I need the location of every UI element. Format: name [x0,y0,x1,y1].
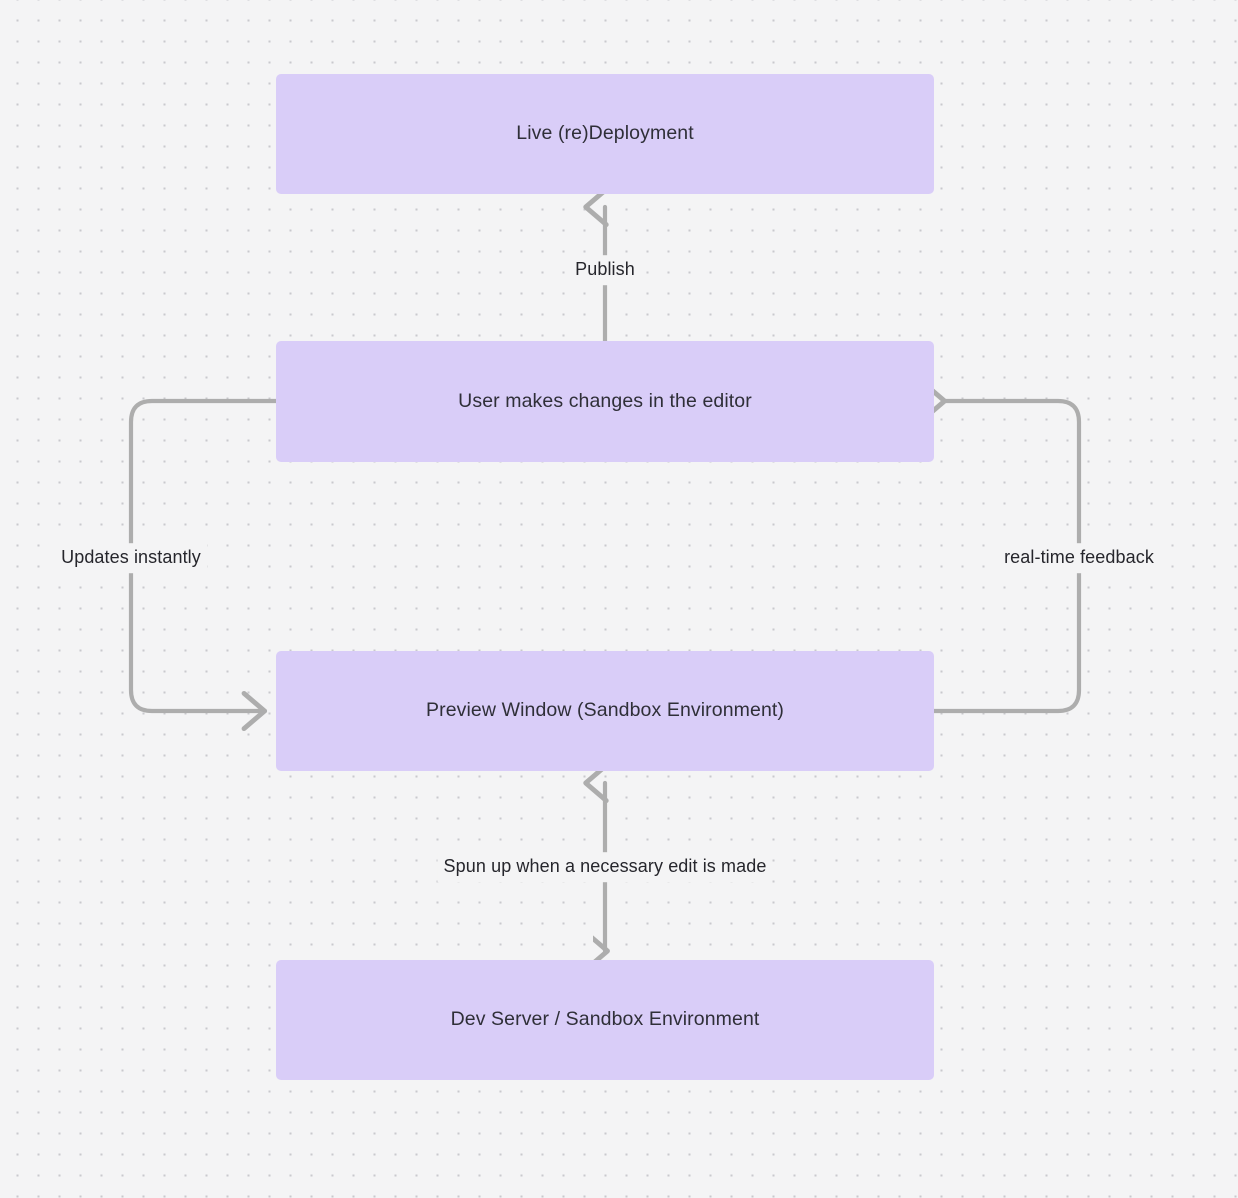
node-dev-server-label: Dev Server / Sandbox Environment [450,1008,760,1031]
node-user-edits-label: User makes changes in the editor [458,389,752,412]
edge-label-real-time-feedback: real-time feedback [998,543,1160,573]
node-preview-window[interactable]: Preview Window (Sandbox Environment) [276,651,934,771]
node-preview-window-label: Preview Window (Sandbox Environment) [426,699,784,722]
node-live-deployment[interactable]: Live (re)Deployment [276,74,934,194]
edge-label-publish: Publish [569,255,641,285]
node-live-deployment-label: Live (re)Deployment [516,122,694,145]
node-user-edits[interactable]: User makes changes in the editor [276,341,934,462]
edge-label-updates-instantly: Updates instantly [55,543,207,573]
node-dev-server[interactable]: Dev Server / Sandbox Environment [276,960,934,1080]
edge-label-spun-up: Spun up when a necessary edit is made [437,852,773,882]
